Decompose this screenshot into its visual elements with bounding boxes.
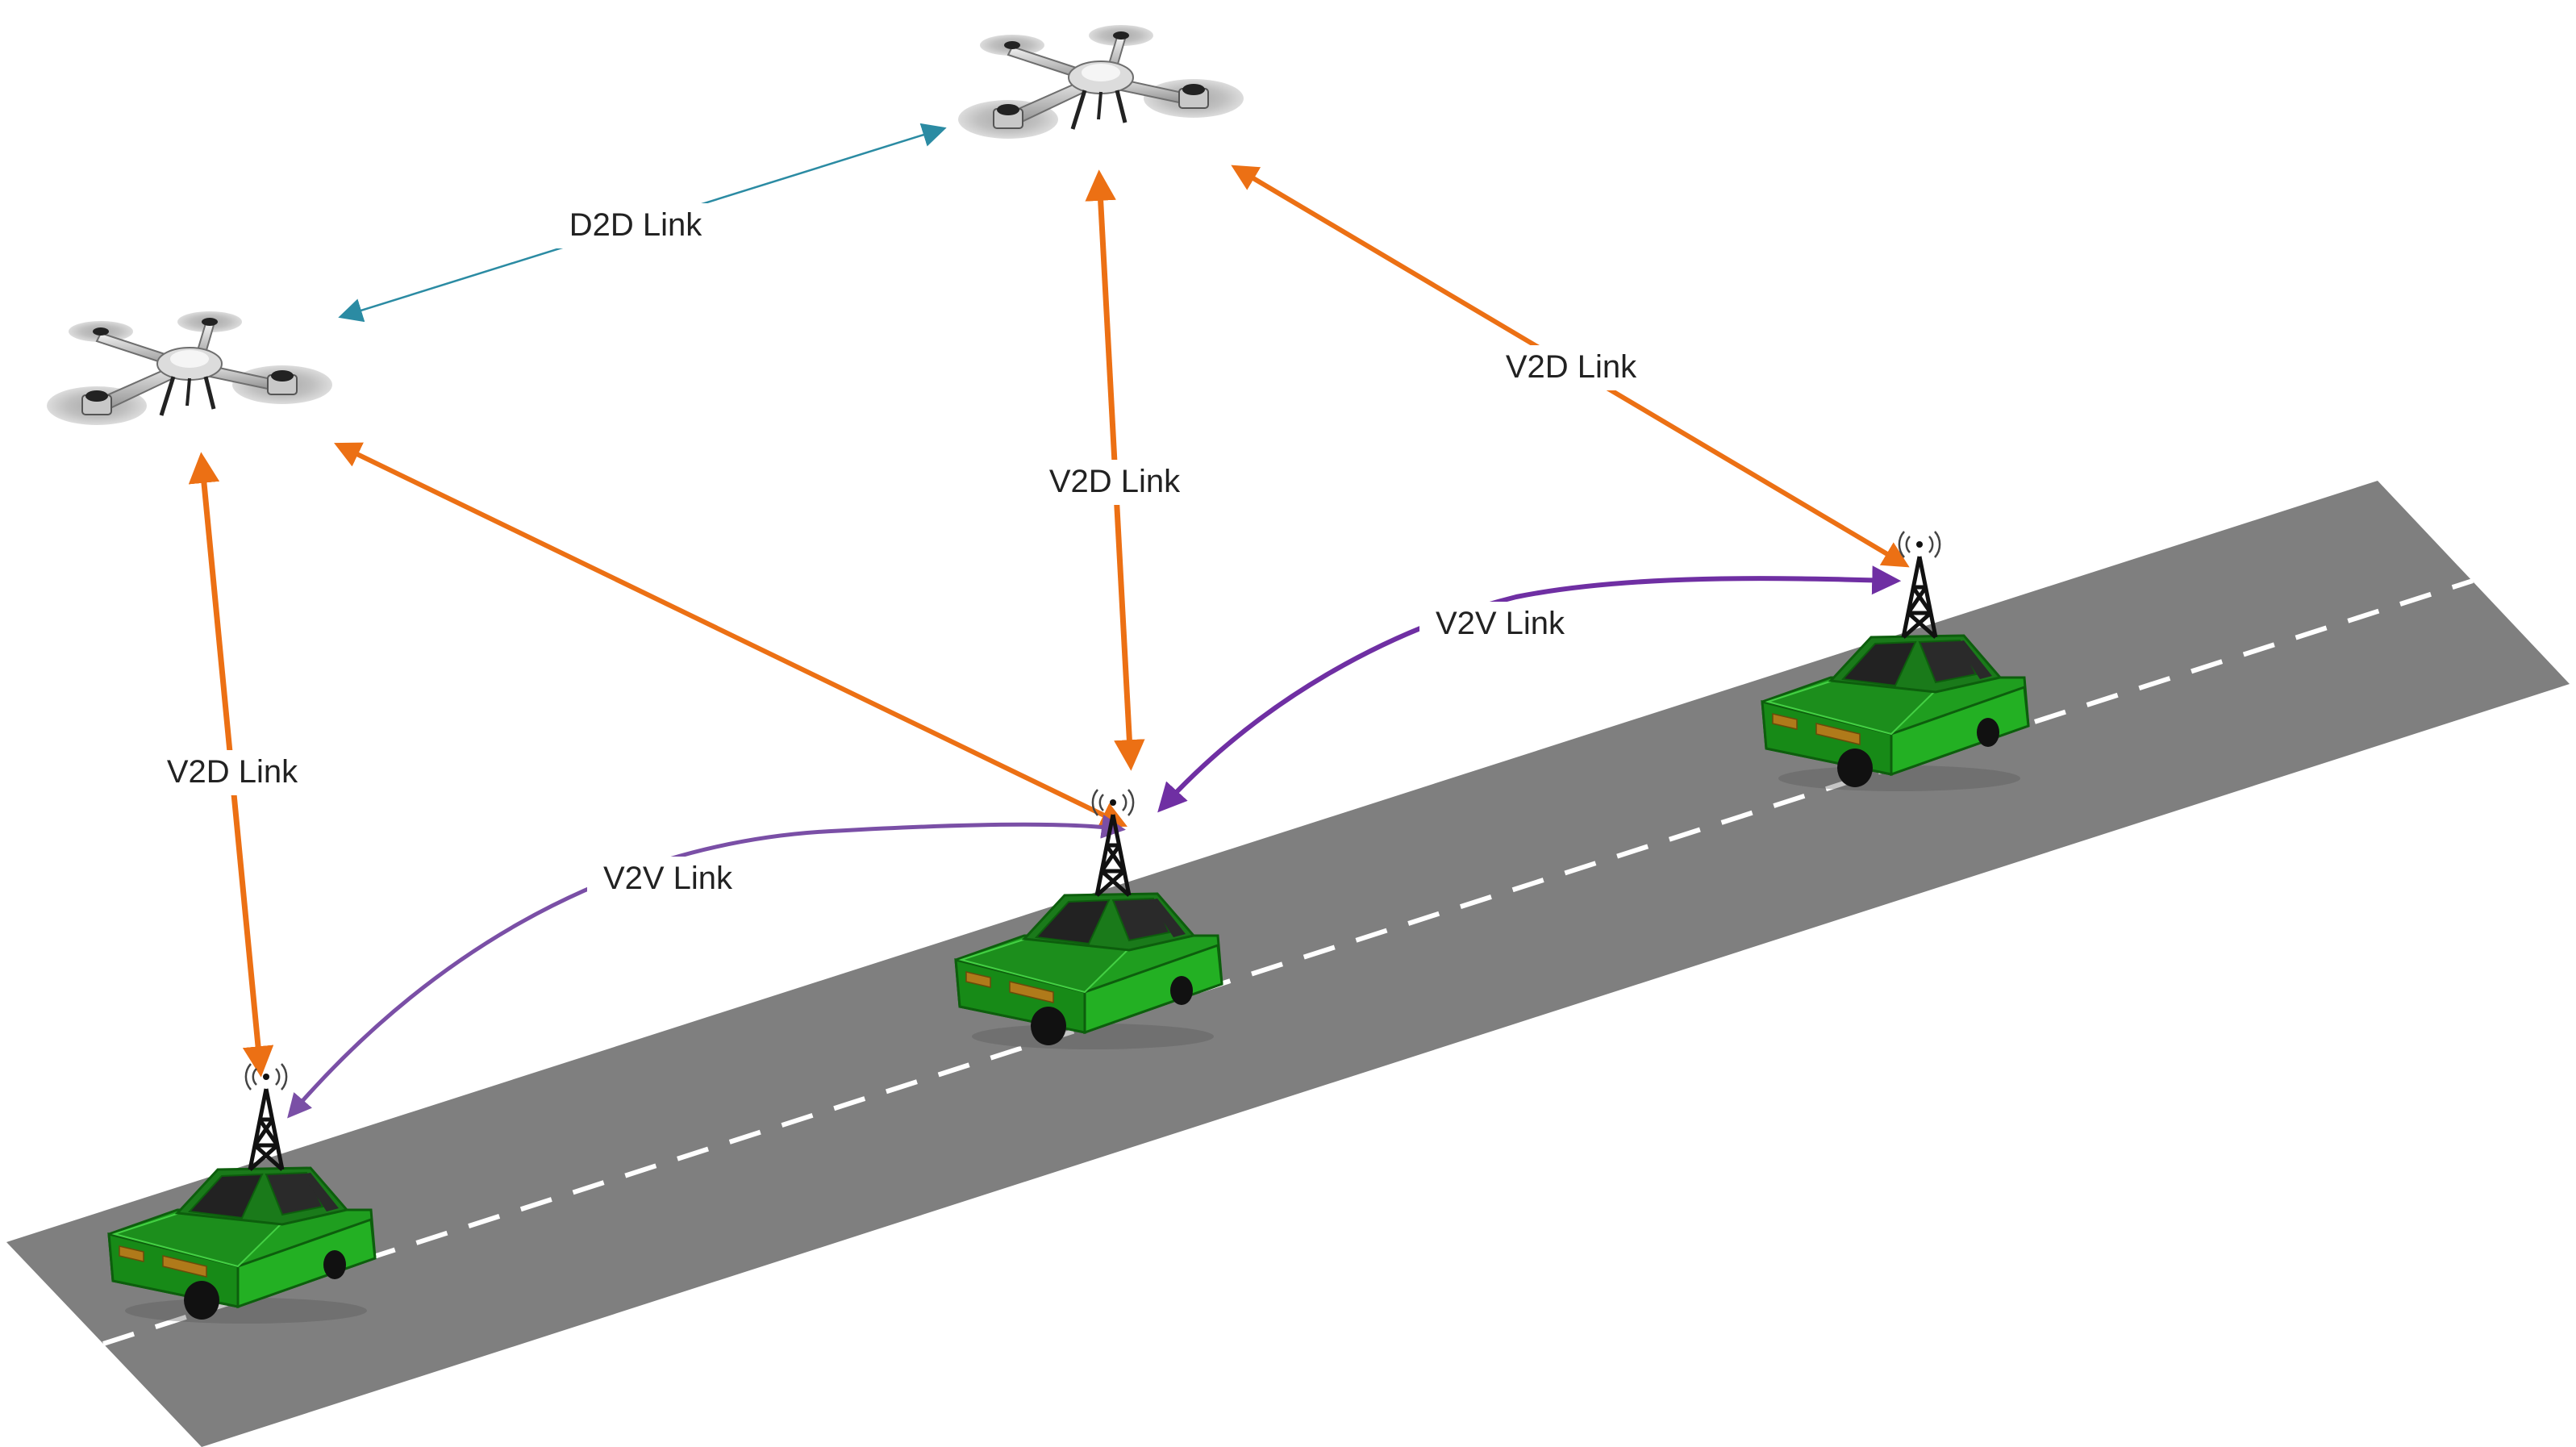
v2v-link-right-arrow (1157, 565, 1902, 813)
v2v-link-label-right: V2V Link (1436, 606, 1565, 641)
v2d-link-diagonal-arrow (334, 442, 1128, 828)
v2d-link-label-left: V2D Link (167, 754, 298, 790)
road-lane-divider (102, 578, 2474, 1346)
links-layer (188, 123, 1910, 1119)
v2d-link-label-middle: V2D Link (1049, 464, 1181, 499)
v2d-link-label-right: V2D Link (1506, 349, 1637, 385)
road-surface (6, 481, 2570, 1447)
road (6, 481, 2570, 1447)
labels-layer: D2D Link V2D Link V2D Link V2D Link V2V … (152, 203, 1652, 902)
drone-left (47, 311, 332, 425)
v2v-link-left-arrow (287, 814, 1126, 1119)
drone-top (958, 25, 1244, 139)
d2d-link-label: D2D Link (569, 207, 703, 243)
v2v-link-label-left: V2V Link (603, 861, 733, 896)
